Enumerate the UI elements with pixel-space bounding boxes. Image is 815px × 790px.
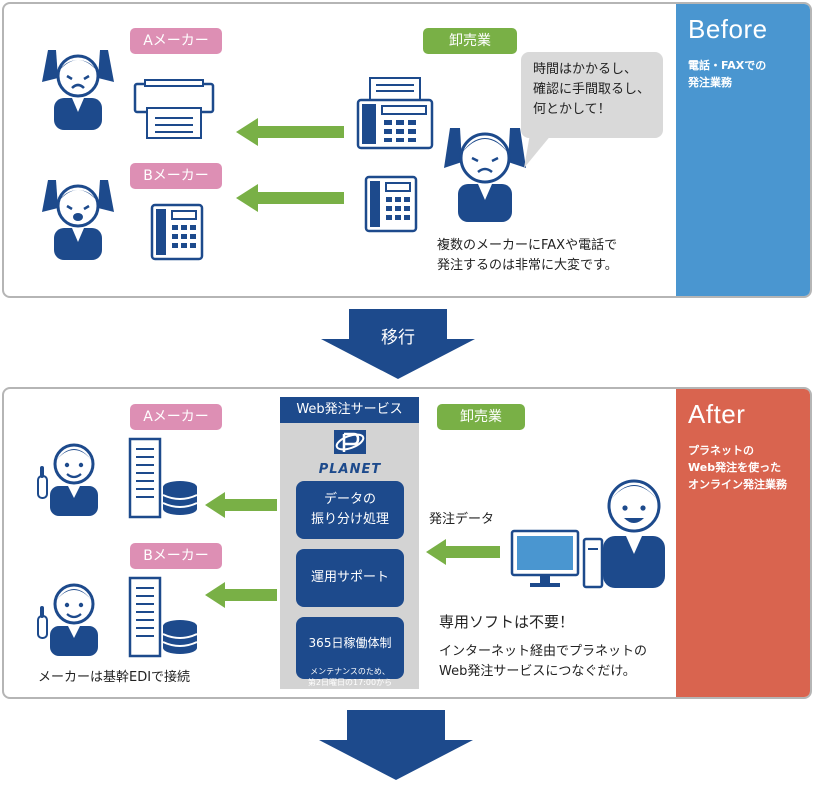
planet-logo-text: PLANET xyxy=(318,462,382,477)
order-data-label: 発注データ xyxy=(429,512,495,527)
worried-person-icon xyxy=(42,180,114,260)
after-caption: インターネット経由でプラネットの Web発注サービスにつなぐだけ。 xyxy=(439,644,648,679)
computer-icon xyxy=(510,529,604,589)
arrow-left-icon xyxy=(205,492,277,518)
arrow-down-icon xyxy=(321,309,475,379)
data-sort-button: データの 振り分け処理 xyxy=(296,481,404,539)
arrow-down-icon xyxy=(319,710,473,780)
no-software-note: 専用ソフトは不要！ xyxy=(439,613,575,631)
always-on-box: 365日稼働体制 メンテナンスのため、 第2日曜日の17:00から 25:00ま… xyxy=(296,617,404,698)
arrow-left-icon xyxy=(236,118,344,146)
printer-icon xyxy=(133,79,215,139)
after-subtitle: プラネットの Web発注を使った オンライン発注業務 xyxy=(688,444,787,491)
before-maker-b-label: Bメーカー xyxy=(130,163,222,189)
happy-person-icon xyxy=(37,583,98,656)
server-icon xyxy=(128,576,198,658)
always-on-title: 365日稼働体制 xyxy=(308,636,392,650)
maker-caption: メーカーは基幹EDIで接続 xyxy=(38,670,191,685)
before-caption: 複数のメーカーにFAXや電話で 発注するのは非常に大変です。 xyxy=(437,238,618,273)
operation-support-button: 運用サポート xyxy=(296,549,404,607)
arrow-left-icon xyxy=(426,539,500,565)
happy-person-icon xyxy=(603,479,665,588)
before-label: Before xyxy=(688,14,768,44)
before-panel: Before 電話・FAXでの 発注業務 xyxy=(2,2,812,298)
planet-logo-icon xyxy=(334,430,366,454)
after-label: After xyxy=(688,399,746,429)
transition-label: 移行 xyxy=(381,328,415,348)
worried-person-icon xyxy=(444,128,526,222)
server-icon xyxy=(128,437,198,519)
speech-bubble: 時間はかかるし、 確認に手間取るし、 何とかして！ xyxy=(521,52,663,138)
happy-person-icon xyxy=(37,443,98,516)
worried-person-icon xyxy=(42,50,114,130)
after-maker-a-label: Aメーカー xyxy=(130,404,222,430)
after-sidebar: After プラネットの Web発注を使った オンライン発注業務 xyxy=(676,389,810,697)
before-sidebar: Before 電話・FAXでの 発注業務 xyxy=(676,4,810,296)
before-maker-a-label: Aメーカー xyxy=(130,28,222,54)
before-subtitle: 電話・FAXでの 発注業務 xyxy=(688,59,767,89)
arrow-left-icon xyxy=(205,582,277,608)
after-maker-b-label: Bメーカー xyxy=(130,543,222,569)
speech-bubble-tail xyxy=(524,134,552,168)
telephone-icon xyxy=(364,175,418,233)
arrow-left-icon xyxy=(236,184,344,212)
after-wholesaler-label: 卸売業 xyxy=(437,404,525,430)
web-service-title: Web発注サービス xyxy=(280,397,419,423)
telephone-icon xyxy=(150,203,204,261)
before-wholesaler-label: 卸売業 xyxy=(423,28,517,54)
fax-machine-icon xyxy=(356,77,434,150)
always-on-note: メンテナンスのため、 第2日曜日の17:00から 25:00までは非可動です xyxy=(306,667,394,698)
